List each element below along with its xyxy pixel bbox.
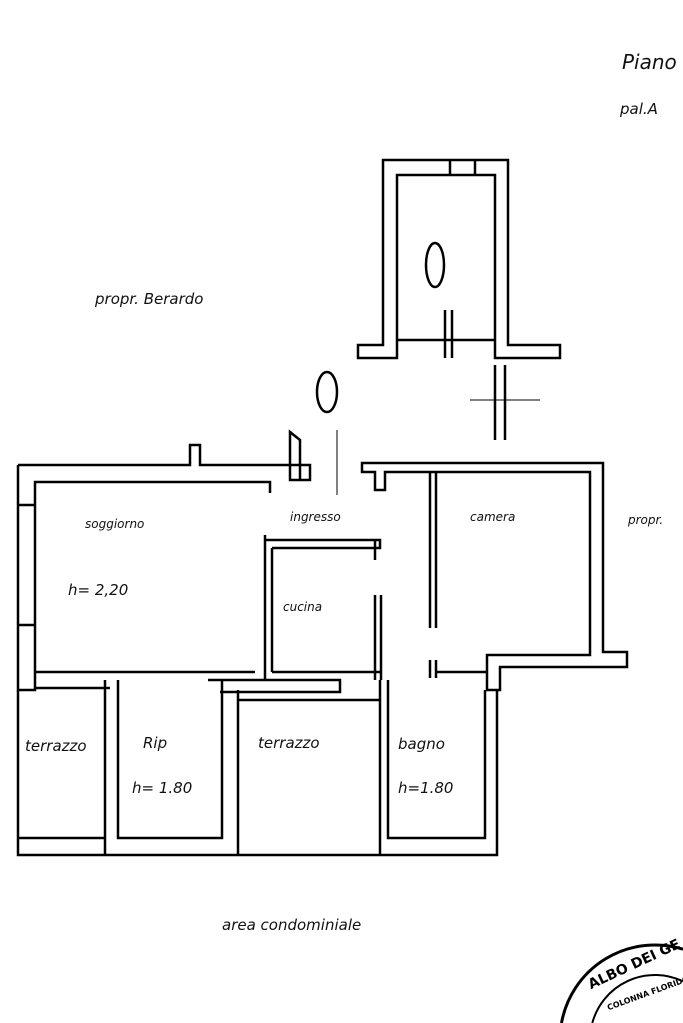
bathroom-height: h=1.80 xyxy=(398,779,454,797)
entrance-label: ingresso xyxy=(290,510,341,524)
storage-height: h= 1.80 xyxy=(132,779,193,797)
building-label: pal.A xyxy=(620,100,658,118)
kitchen-walls xyxy=(263,535,383,680)
upper-room-walls xyxy=(356,158,562,360)
bedroom-label: camera xyxy=(470,510,516,524)
lower-walls xyxy=(16,678,499,857)
neighbor-right-label: propr. xyxy=(628,513,664,527)
terrace-center-label: terrazzo xyxy=(258,734,320,752)
kitchen-label: cucina xyxy=(283,600,323,614)
bedroom-walls xyxy=(360,461,629,692)
living-room-label: soggiorno xyxy=(85,517,145,531)
living-room-height: h= 2,20 xyxy=(68,581,129,599)
bathroom-label: bagno xyxy=(398,735,445,753)
floor-label: Piano xyxy=(622,50,677,74)
storage-label: Rip xyxy=(143,734,168,752)
common-area-label: area condominiale xyxy=(222,916,362,934)
living-walls xyxy=(16,429,312,692)
terrace-left-label: terrazzo xyxy=(25,737,87,755)
neighbor-left-label: propr. Berardo xyxy=(95,290,204,308)
